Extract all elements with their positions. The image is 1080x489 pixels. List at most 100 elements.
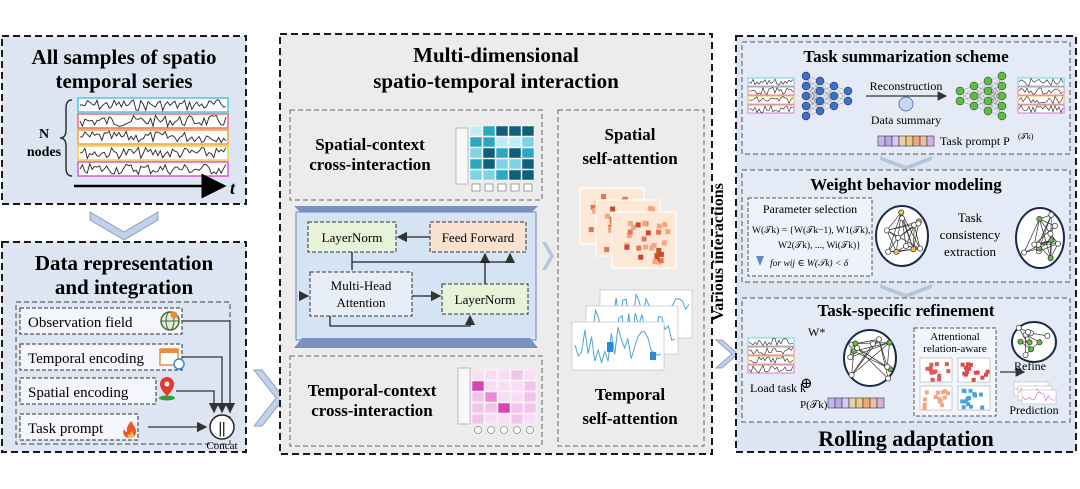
spatial-encoding-label: Spatial encoding — [28, 385, 129, 401]
spatial-self-line2: self-attention — [582, 149, 678, 168]
panel3-title-line1: Multi-dimensional — [413, 43, 579, 67]
heatmap-cell — [470, 137, 482, 147]
net-node — [802, 82, 810, 90]
consistency-line2: consistency — [940, 227, 1001, 242]
heat-map-cell — [636, 222, 641, 227]
heatmap-cell — [470, 126, 482, 136]
graph-node — [848, 355, 853, 360]
heatmap-cell — [470, 148, 482, 158]
graph-node — [1023, 352, 1028, 357]
panel1-title-line2: temporal series — [55, 69, 192, 93]
heatmap-cell — [509, 137, 521, 147]
attention-cell — [923, 397, 927, 401]
attention-cell — [946, 369, 950, 373]
chevron-right-icon-2 — [716, 340, 738, 368]
attention-cell — [936, 391, 940, 395]
task-prompt-superscript: (𝒯k) — [1018, 132, 1034, 141]
prompt-cell — [856, 398, 863, 408]
net-node — [802, 112, 810, 120]
graph-node — [876, 337, 881, 342]
prompt-cell — [877, 398, 884, 408]
heat-map-cell — [652, 259, 657, 264]
heatmap-cell — [483, 159, 495, 169]
heatmap-cell — [522, 137, 534, 147]
graph-node — [1021, 250, 1026, 255]
mha-label-line1: Multi-Head — [331, 278, 392, 293]
net-node — [998, 102, 1006, 110]
attention-cell — [937, 374, 941, 378]
temporal-cross-line2: cross-interaction — [311, 401, 433, 420]
graph-node — [1052, 223, 1057, 228]
graph-node — [1016, 325, 1021, 330]
attention-cell — [966, 362, 970, 366]
graph-node — [916, 221, 921, 226]
heatmap-cell — [496, 137, 508, 147]
summary-node-icon — [899, 97, 913, 111]
heat-map-cell — [605, 214, 610, 219]
net-node — [802, 92, 810, 100]
heat-map-cell — [643, 245, 648, 250]
graph-node — [1028, 347, 1033, 352]
heatmap-cell — [509, 159, 521, 169]
consistency-line3: extraction — [944, 244, 996, 259]
net-node — [984, 107, 992, 115]
attention-cell — [931, 378, 935, 382]
attention-cell — [979, 393, 983, 397]
net-node — [998, 92, 1006, 100]
attention-cell — [935, 362, 939, 366]
graph-node — [903, 243, 908, 248]
spatial-self-line1: Spatial — [604, 125, 655, 144]
heatmap-cell — [485, 370, 497, 380]
net-node — [984, 77, 992, 85]
net-node — [970, 92, 978, 100]
heatmap-tick-circle — [501, 427, 508, 434]
heatmap-cell — [498, 414, 510, 424]
temporal-highlight — [607, 342, 613, 352]
graph-node — [1049, 212, 1054, 217]
rolling-adaptation-title: Rolling adaptation — [818, 426, 993, 451]
graph-node — [917, 246, 922, 251]
task-summary-title: Task summarization scheme — [803, 47, 1009, 66]
net-node — [984, 97, 992, 105]
graph-node — [1045, 333, 1050, 338]
net-node — [802, 102, 810, 110]
graph-node — [1055, 241, 1060, 246]
graph-node — [886, 249, 891, 254]
prompt-cell — [878, 136, 885, 146]
prompt-cell — [927, 136, 934, 146]
n-nodes-label-line2: nodes — [27, 145, 62, 160]
graph-node — [899, 210, 904, 215]
panel2-title-line2: and integration — [55, 275, 194, 299]
heatmap-cell — [524, 370, 536, 380]
net-node — [998, 82, 1006, 90]
graph-node — [1048, 231, 1053, 236]
prompt-cell — [828, 398, 835, 408]
prompt-cell — [892, 136, 899, 146]
heatmap-cell — [483, 126, 495, 136]
graph-node — [899, 216, 904, 221]
heatmap-cell — [470, 170, 482, 180]
net-node — [802, 72, 810, 80]
attention-cell — [943, 396, 947, 400]
graph-node — [1037, 216, 1042, 221]
graph-node — [895, 235, 900, 240]
net-node — [830, 82, 838, 90]
prompt-cell — [899, 136, 906, 146]
concat-symbol: || — [218, 420, 225, 437]
graph-node — [1027, 340, 1032, 345]
heatmap-cell — [511, 381, 523, 391]
attention-cell — [980, 376, 984, 380]
heatmap-cell — [472, 414, 484, 424]
graph-node — [849, 372, 854, 377]
heatmap-cell — [485, 392, 497, 402]
prompt-cell — [906, 136, 913, 146]
heatmap-cell — [524, 381, 536, 391]
attention-cell — [967, 396, 971, 400]
net-node — [998, 112, 1006, 120]
spatial-cross-line2: cross-interaction — [309, 155, 431, 174]
attention-cell — [925, 390, 929, 394]
heatmap-tick-box — [498, 184, 506, 191]
panel2-title-line1: Data representation — [35, 251, 214, 275]
